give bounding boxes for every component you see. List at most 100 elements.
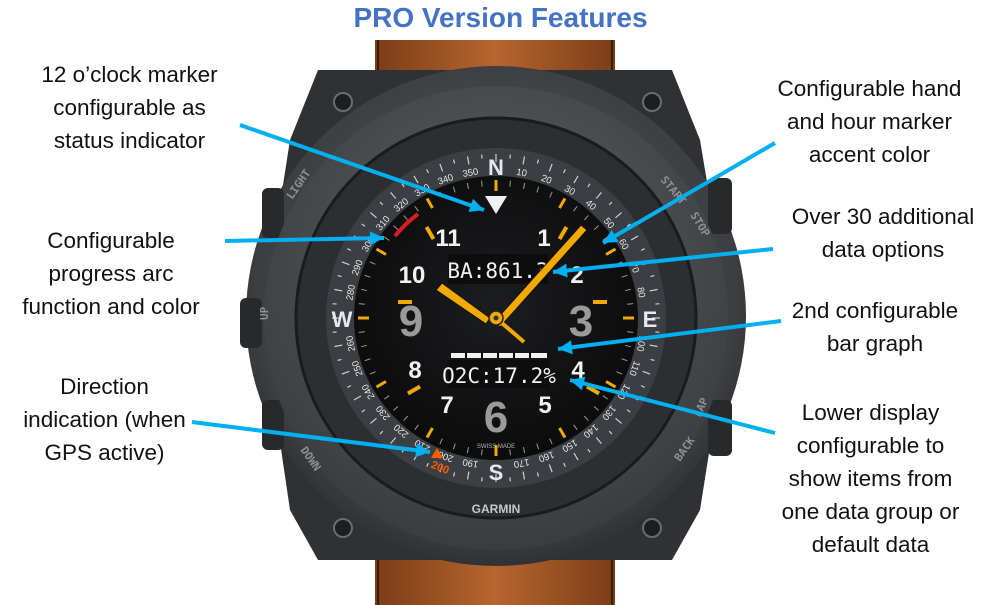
compass-degree: 20 bbox=[539, 173, 553, 187]
callout-arrowhead bbox=[468, 198, 484, 213]
compass-tick bbox=[522, 471, 526, 480]
compass-tick bbox=[650, 274, 655, 278]
compass-tick bbox=[563, 169, 566, 174]
minute-tick bbox=[364, 274, 371, 278]
brand-logo: GARMIN bbox=[472, 502, 521, 516]
minute-tick bbox=[369, 371, 376, 375]
callout-lower-display: Lower display configurable to show items… bbox=[781, 400, 960, 557]
compass-degree: 10 bbox=[515, 167, 527, 180]
compass-tick bbox=[642, 370, 651, 375]
compass-tick bbox=[573, 452, 579, 461]
hour-1: 1 bbox=[537, 225, 550, 252]
callout-arrows bbox=[191, 123, 782, 458]
compass-tick bbox=[536, 472, 540, 477]
compass-degree: 170 bbox=[513, 456, 531, 470]
callout-arrowhead bbox=[558, 340, 573, 355]
compass-tick bbox=[626, 409, 631, 413]
upper-display: BA:861.3 bbox=[447, 254, 549, 284]
compass-tick bbox=[401, 183, 405, 188]
hour-6: 6 bbox=[484, 393, 508, 442]
status-indicator-marker bbox=[485, 196, 507, 214]
compass-tick bbox=[595, 437, 602, 445]
minute-tick bbox=[522, 182, 526, 189]
minute-tick bbox=[625, 288, 632, 292]
compass-tick bbox=[439, 163, 444, 172]
watch-hands bbox=[435, 224, 588, 344]
hour-10: 10 bbox=[399, 262, 426, 289]
callout-arrow bbox=[601, 141, 777, 245]
minute-tick bbox=[360, 344, 367, 348]
compass-tick bbox=[334, 344, 343, 348]
compass-tick bbox=[548, 163, 553, 172]
callout-arrow bbox=[552, 247, 774, 274]
callout-accent-color: Configurable hand and hour marker accent… bbox=[777, 76, 962, 167]
compass-tick bbox=[452, 159, 456, 164]
minute-tick bbox=[593, 405, 599, 411]
compass-degree: 190 bbox=[462, 456, 480, 470]
compass-tick bbox=[337, 274, 342, 278]
minute-tick bbox=[393, 225, 399, 231]
minute-tick bbox=[414, 424, 419, 430]
hour-3: 3 bbox=[569, 297, 593, 346]
compass-tick bbox=[413, 175, 419, 184]
minute-tick bbox=[522, 447, 526, 454]
hour-2: 2 bbox=[570, 262, 583, 289]
compass-tick bbox=[615, 212, 623, 219]
callout-arrow bbox=[239, 123, 485, 212]
minute-tick bbox=[627, 331, 634, 333]
callout-arrowhead bbox=[415, 443, 430, 458]
minute-tick bbox=[414, 206, 419, 212]
compass-tick bbox=[334, 288, 343, 292]
compass-tick bbox=[341, 370, 350, 375]
minute-tick bbox=[403, 215, 409, 221]
lower-display-value: O2C:17.2% bbox=[442, 364, 556, 388]
swiss-made-label: SWISS MADE bbox=[477, 444, 515, 450]
compass-tick bbox=[369, 417, 377, 424]
minute-tick bbox=[358, 331, 365, 333]
hour-7: 7 bbox=[440, 392, 453, 419]
minute-tick bbox=[452, 186, 456, 193]
minute-tick bbox=[509, 449, 511, 456]
minute-tick bbox=[481, 180, 483, 187]
bezel-up-label: UP bbox=[258, 306, 271, 320]
page-title: PRO Version Features bbox=[353, 2, 648, 33]
minute-tick bbox=[605, 247, 617, 256]
compass-tick bbox=[615, 417, 623, 424]
accent-hour-markers bbox=[398, 225, 607, 396]
cardinal-e: E bbox=[643, 307, 658, 332]
compass-tick bbox=[608, 430, 613, 435]
compass-tick bbox=[337, 358, 342, 362]
upper-display-value: BA:861.3 bbox=[447, 259, 548, 283]
cardinal-w: W bbox=[332, 307, 353, 332]
compass-tick bbox=[536, 159, 540, 164]
callout-progress-arc: Configurable progress arc function and c… bbox=[22, 228, 200, 319]
compass-tick bbox=[379, 430, 384, 435]
minute-tick bbox=[621, 274, 628, 278]
side-buttons bbox=[240, 178, 732, 456]
minute-tick bbox=[425, 427, 434, 439]
compass-tick bbox=[390, 191, 397, 199]
hour-9: 9 bbox=[399, 297, 423, 346]
minute-tick bbox=[558, 197, 567, 209]
minute-tick bbox=[605, 380, 617, 389]
minute-tick bbox=[425, 197, 434, 209]
compass-tick bbox=[341, 261, 350, 266]
minute-tick bbox=[583, 415, 589, 421]
compass-tick bbox=[548, 464, 553, 473]
minute-tick bbox=[375, 380, 387, 389]
minute-tick bbox=[573, 424, 578, 430]
compass-tick bbox=[640, 385, 645, 388]
hour-5: 5 bbox=[538, 392, 551, 419]
minute-tick bbox=[384, 395, 390, 400]
compass-tick bbox=[426, 462, 429, 467]
callout-arrowhead bbox=[553, 263, 568, 278]
callout-arrow bbox=[191, 420, 431, 454]
minute-tick bbox=[360, 288, 367, 292]
minute-tick bbox=[583, 215, 589, 221]
compass-tick bbox=[650, 358, 655, 362]
callout-data-options: Over 30 additional data options bbox=[791, 204, 975, 262]
minute-tick bbox=[466, 182, 470, 189]
minute-tick bbox=[602, 395, 608, 400]
compass-tick bbox=[522, 156, 526, 165]
